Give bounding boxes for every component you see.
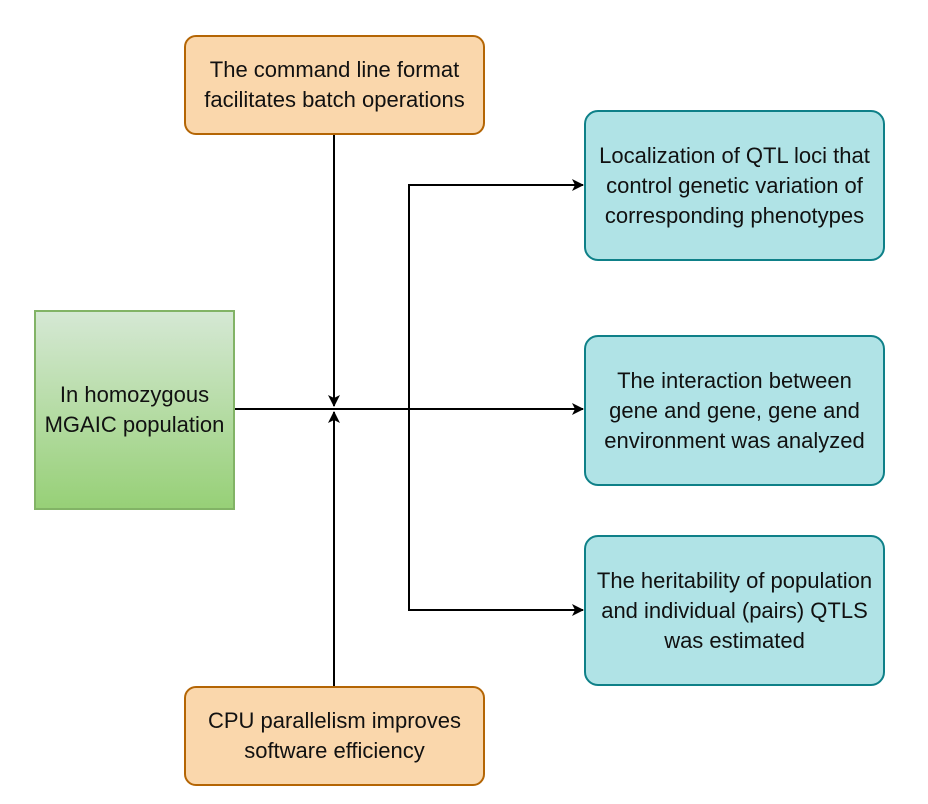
node-mgaic-population: In homozygous MGAIC population bbox=[34, 310, 235, 510]
node-label: The command line format facilitates batc… bbox=[204, 57, 465, 112]
node-label: In homozygous MGAIC population bbox=[44, 382, 225, 437]
edge-branch-to-output-1 bbox=[408, 179, 584, 409]
node-label: CPU parallelism improves software effici… bbox=[207, 708, 462, 763]
edge-branch-to-output-3 bbox=[408, 409, 584, 616]
node-command-line-format: The command line format facilitates batc… bbox=[184, 35, 485, 135]
node-interaction-analysis: The interaction between gene and gene, g… bbox=[584, 335, 885, 486]
node-heritability-estimation: The heritability of population and indiv… bbox=[584, 535, 885, 686]
node-qtl-localization: Localization of QTL loci that control ge… bbox=[584, 110, 885, 261]
node-label: Localization of QTL loci that control ge… bbox=[599, 142, 870, 228]
node-label: The heritability of population and indiv… bbox=[596, 567, 873, 653]
node-label: The interaction between gene and gene, g… bbox=[604, 367, 865, 453]
node-cpu-parallelism: CPU parallelism improves software effici… bbox=[184, 686, 485, 786]
